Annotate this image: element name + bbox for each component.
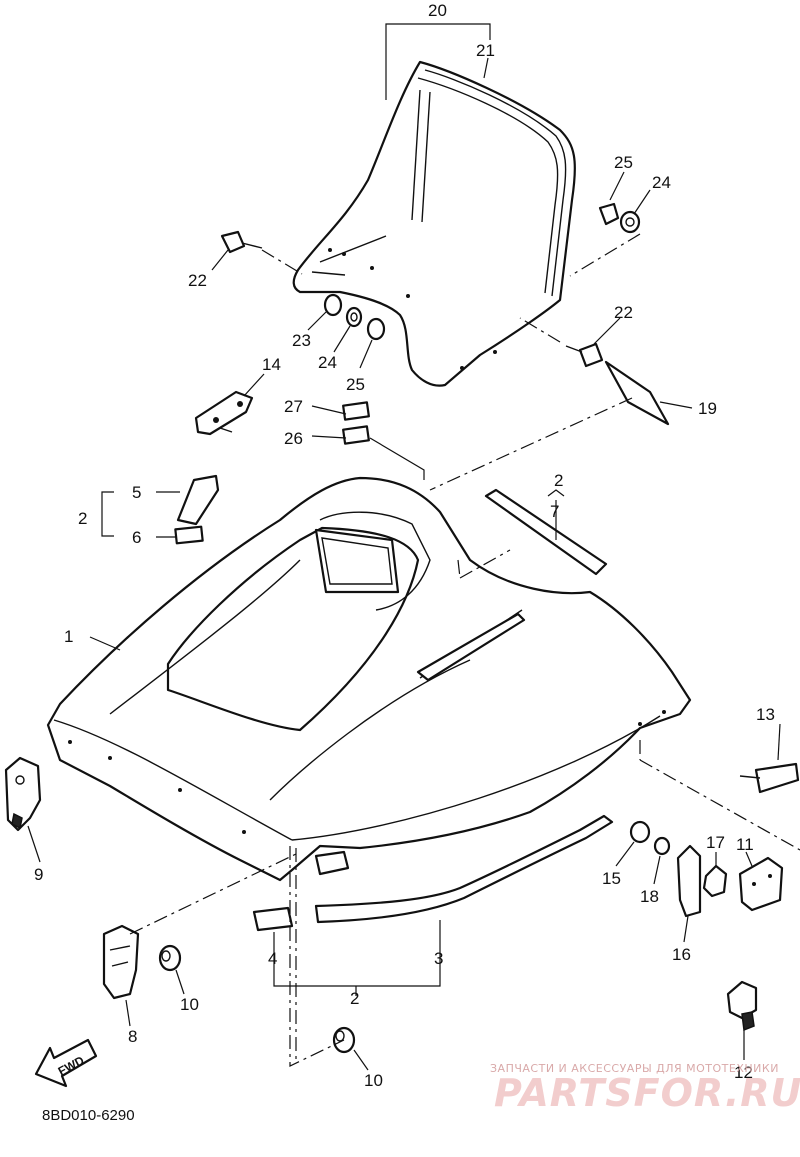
nut-15 — [629, 820, 651, 844]
bushing-10-lower — [332, 1026, 356, 1054]
callout-2-right: 2 — [554, 471, 563, 490]
callout-24-right: 24 — [652, 173, 671, 192]
callout-16: 16 — [672, 945, 691, 964]
part-4 — [252, 906, 294, 932]
callout-7: 7 — [550, 502, 559, 521]
callout-22-right: 22 — [614, 303, 633, 322]
watermark-logo: PARTSFOR.RU — [494, 1071, 800, 1115]
callout-27: 27 — [284, 397, 303, 416]
callout-22-left: 22 — [188, 271, 207, 290]
decal-19 — [604, 360, 670, 426]
rail-3 — [314, 814, 614, 924]
watermark-tagline: ЗАПЧАСТИ И АКСЕССУАРЫ ДЛЯ МОТОТЕХНИКИ — [490, 1062, 779, 1075]
callout-10-lower: 10 — [364, 1071, 383, 1090]
callout-23: 23 — [292, 331, 311, 350]
nut-23 — [323, 293, 343, 317]
callout-10-upper: 10 — [180, 995, 199, 1014]
callout-11: 11 — [736, 835, 754, 854]
latch-9 — [4, 756, 42, 832]
callout-5: 5 — [132, 483, 141, 502]
washer-24-left — [345, 306, 363, 328]
callout-14: 14 — [262, 355, 281, 374]
bushing-10-upper — [158, 944, 182, 972]
bracket-11 — [738, 856, 784, 912]
bracket-14 — [194, 390, 254, 436]
callout-3: 3 — [434, 949, 443, 968]
callout-18: 18 — [640, 887, 659, 906]
callout-2-left: 2 — [78, 509, 87, 528]
arm-16 — [676, 844, 702, 918]
callout-25-left: 25 — [346, 375, 365, 394]
bolt-22-right — [565, 342, 604, 368]
callout-15: 15 — [602, 869, 621, 888]
hood — [46, 476, 692, 882]
knob-12 — [726, 980, 758, 1032]
callout-4: 4 — [268, 949, 277, 968]
callout-6: 6 — [132, 528, 141, 547]
callout-19: 19 — [698, 399, 717, 418]
callout-21: 21 — [476, 41, 495, 60]
callout-2-bottom: 2 — [350, 989, 359, 1008]
pin-17 — [702, 864, 728, 898]
callout-1: 1 — [64, 627, 73, 646]
callout-25-right: 25 — [614, 153, 633, 172]
part-code: 8BD010-6290 — [42, 1107, 135, 1124]
callout-20: 20 — [428, 1, 447, 20]
callout-9: 9 — [34, 865, 43, 884]
callout-17: 17 — [706, 833, 725, 852]
washer-18 — [653, 836, 671, 856]
callout-26: 26 — [284, 429, 303, 448]
part-6 — [174, 525, 204, 545]
screw-13 — [739, 762, 800, 794]
callout-24-left: 24 — [318, 353, 337, 372]
washer-24-right — [619, 210, 641, 234]
fwd-arrow — [34, 1038, 98, 1088]
part-5 — [176, 474, 220, 526]
nut-25-left — [366, 317, 386, 341]
callout-13: 13 — [756, 705, 775, 724]
nut-25-right — [598, 202, 620, 226]
callout-8: 8 — [128, 1027, 137, 1046]
windshield — [292, 60, 576, 387]
strip-7 — [484, 488, 608, 576]
callout-12: 12 — [734, 1063, 753, 1082]
bolt-22-left — [220, 230, 263, 254]
latch-8 — [102, 924, 140, 1000]
